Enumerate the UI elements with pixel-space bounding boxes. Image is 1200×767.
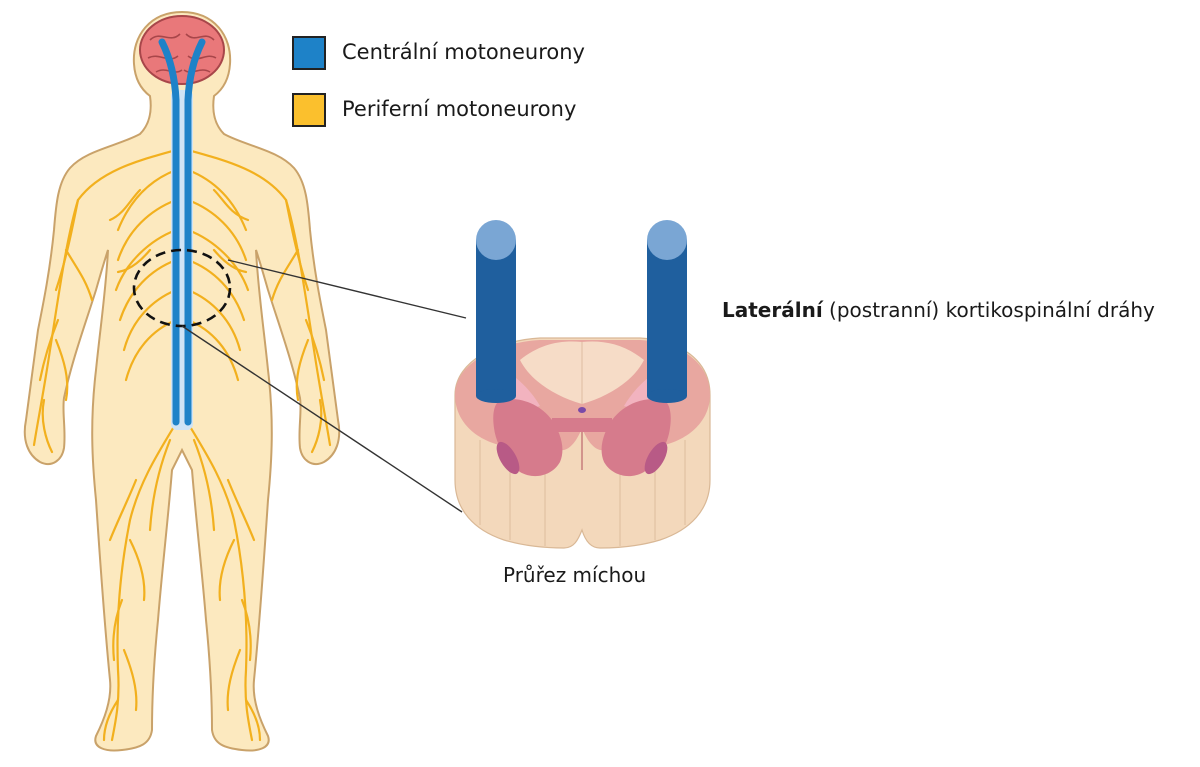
connector-line-bottom	[181, 325, 463, 513]
legend-swatch-peripheral	[292, 93, 326, 127]
lateral-tract-label: Laterální (postranní) kortikospinální dr…	[722, 298, 1155, 322]
legend-label-central: Centrální motoneurony	[342, 40, 585, 64]
tract-column-left	[476, 220, 516, 403]
legend-swatch-central	[292, 36, 326, 70]
lateral-corticospinal-tracts	[476, 220, 687, 403]
tract-column-right	[647, 220, 687, 403]
legend-label-peripheral: Periferní motoneurony	[342, 97, 577, 121]
connector-line-top	[227, 259, 467, 319]
lateral-tract-label-rest: (postranní) kortikospinální dráhy	[822, 298, 1155, 322]
lateral-tract-label-bold: Laterální	[722, 298, 823, 322]
peripheral-nerves	[32, 148, 332, 742]
cross-section-label: Průřez míchou	[503, 563, 647, 587]
central-motor-tract	[158, 38, 206, 430]
brain	[139, 15, 225, 85]
